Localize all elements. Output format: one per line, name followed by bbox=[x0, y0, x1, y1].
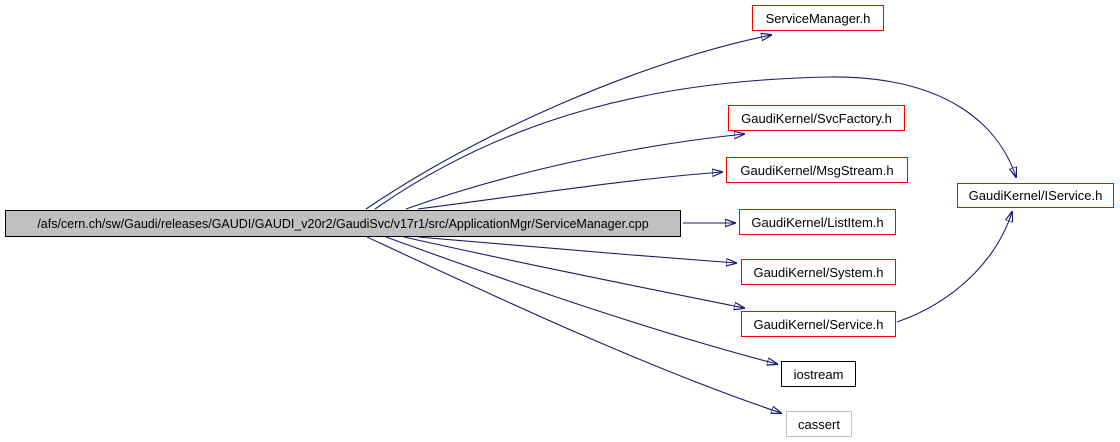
edge-main-to-svcfactory-h bbox=[405, 134, 744, 210]
node-iostream-label: iostream bbox=[793, 366, 844, 382]
node-servicemanager-h-label: ServiceManager.h bbox=[765, 10, 871, 26]
edge-main-to-iostream bbox=[385, 236, 777, 364]
node-svcfactory-h-label: GaudiKernel/SvcFactory.h bbox=[741, 110, 892, 126]
node-system-h-label: GaudiKernel/System.h bbox=[753, 264, 884, 280]
node-msgstream-h[interactable]: GaudiKernel/MsgStream.h bbox=[726, 157, 908, 183]
edge-service-h-to-iservice-h bbox=[896, 212, 1012, 323]
edge-main-to-cassert bbox=[366, 236, 781, 413]
edge-main-to-service-h bbox=[403, 236, 744, 308]
node-service-h[interactable]: GaudiKernel/Service.h bbox=[741, 311, 896, 337]
node-listitem-h-label: GaudiKernel/ListItem.h bbox=[751, 214, 884, 230]
edge-main-to-msgstream-h bbox=[417, 172, 722, 210]
edge-main-to-iservice-h bbox=[374, 76, 1016, 210]
node-iostream: iostream bbox=[781, 361, 856, 387]
node-svcfactory-h[interactable]: GaudiKernel/SvcFactory.h bbox=[728, 105, 905, 131]
node-main-cpp-label: /afs/cern.ch/sw/Gaudi/releases/GAUDI/GAU… bbox=[37, 216, 649, 231]
node-listitem-h[interactable]: GaudiKernel/ListItem.h bbox=[739, 209, 896, 235]
node-servicemanager-h[interactable]: ServiceManager.h bbox=[752, 5, 884, 31]
node-cassert: cassert bbox=[786, 411, 852, 437]
edge-main-to-servicemanager-h bbox=[365, 35, 771, 210]
node-iservice-h[interactable]: GaudiKernel/IService.h bbox=[957, 183, 1114, 208]
node-service-h-label: GaudiKernel/Service.h bbox=[753, 316, 884, 332]
edge-main-to-system-h bbox=[417, 236, 736, 263]
node-msgstream-h-label: GaudiKernel/MsgStream.h bbox=[740, 162, 894, 178]
node-main-cpp: /afs/cern.ch/sw/Gaudi/releases/GAUDI/GAU… bbox=[5, 210, 681, 237]
node-cassert-label: cassert bbox=[798, 416, 840, 432]
node-system-h[interactable]: GaudiKernel/System.h bbox=[741, 259, 896, 285]
node-iservice-h-label: GaudiKernel/IService.h bbox=[968, 188, 1103, 203]
